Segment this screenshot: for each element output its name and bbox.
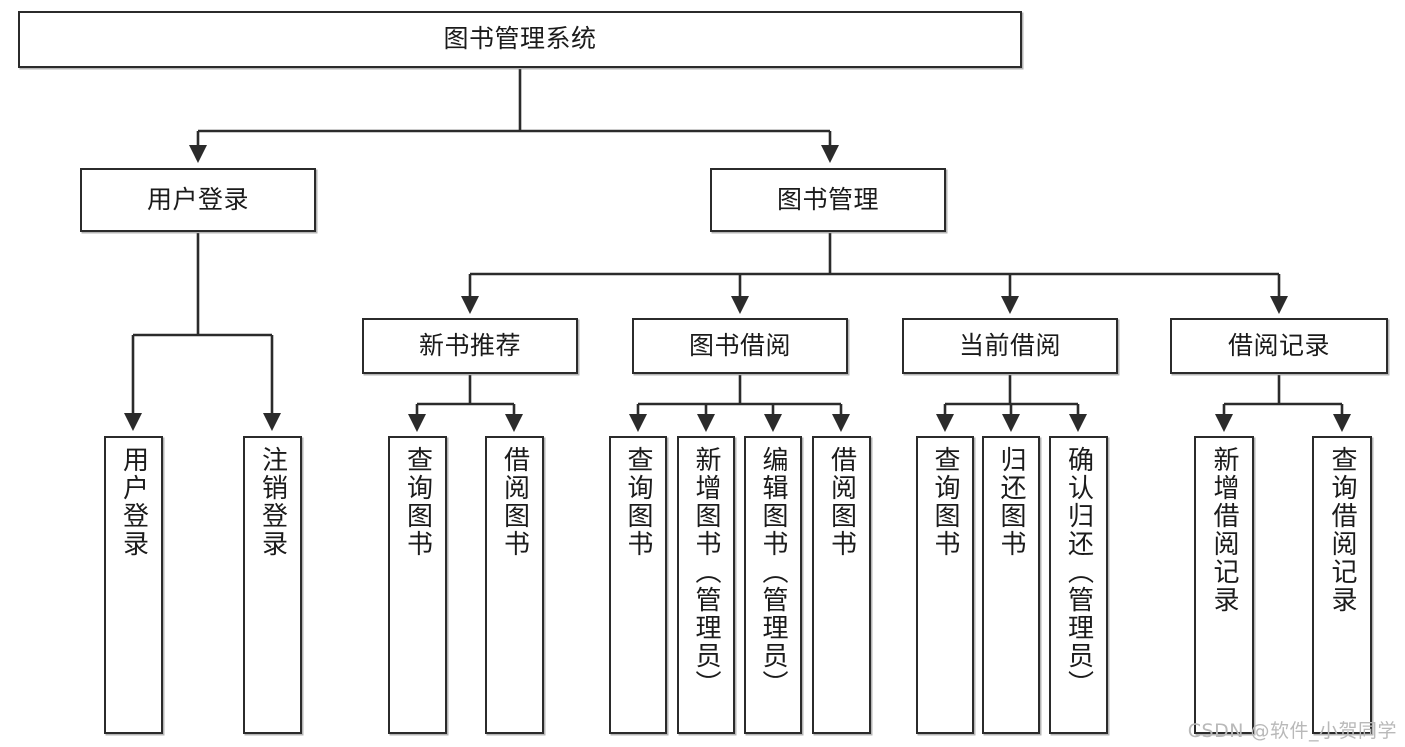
node-label: 图书管理系统 — [443, 24, 597, 54]
node-label: 确认归还（管理员） — [1063, 446, 1094, 698]
leaf-add-record[interactable]: 新增借阅记录 — [1194, 436, 1254, 734]
node-label: 图书借阅 — [688, 330, 791, 360]
node-book-manage[interactable]: 图书管理 — [710, 168, 946, 232]
leaf-logout[interactable]: 注销登录 — [243, 436, 302, 734]
node-borrow-record[interactable]: 借阅记录 — [1170, 318, 1388, 374]
node-label: 编辑图书（管理员） — [758, 446, 788, 698]
node-book-borrow[interactable]: 图书借阅 — [632, 318, 848, 374]
node-label: 查询图书 — [623, 446, 653, 558]
node-label: 当前借阅 — [958, 330, 1061, 360]
node-label: 用户登录 — [146, 184, 249, 214]
node-label: 新增图书（管理员） — [691, 446, 721, 698]
csdn-watermark: CSDN @软件_小贺同学 — [1187, 720, 1397, 742]
node-label: 图书管理 — [776, 184, 879, 214]
node-current-borrow[interactable]: 当前借阅 — [902, 318, 1118, 374]
leaf-query-book-current[interactable]: 查询图书 — [916, 436, 974, 734]
leaf-user-login[interactable]: 用户登录 — [104, 436, 163, 734]
leaf-borrow-book-recommend[interactable]: 借阅图书 — [485, 436, 544, 734]
node-label: 新增借阅记录 — [1209, 446, 1239, 614]
node-label: 用户登录 — [118, 446, 149, 558]
node-user-login[interactable]: 用户登录 — [80, 168, 316, 232]
node-label: 查询图书 — [930, 446, 960, 558]
leaf-confirm-return[interactable]: 确认归还（管理员） — [1049, 436, 1108, 734]
leaf-add-book[interactable]: 新增图书（管理员） — [677, 436, 735, 734]
node-label: 借阅图书 — [826, 446, 857, 558]
node-new-book-recommend[interactable]: 新书推荐 — [362, 318, 578, 374]
leaf-edit-book[interactable]: 编辑图书（管理员） — [744, 436, 802, 734]
leaf-return-book[interactable]: 归还图书 — [982, 436, 1040, 734]
node-label: 归还图书 — [996, 446, 1026, 558]
node-label: 注销登录 — [257, 446, 288, 558]
leaf-query-book-recommend[interactable]: 查询图书 — [388, 436, 447, 734]
node-label: 借阅图书 — [499, 446, 530, 558]
leaf-query-book-borrow[interactable]: 查询图书 — [609, 436, 667, 734]
node-label: 查询图书 — [402, 446, 433, 558]
leaf-borrow-book[interactable]: 借阅图书 — [812, 436, 871, 734]
node-label: 查询借阅记录 — [1327, 446, 1357, 614]
node-label: 新书推荐 — [418, 330, 521, 360]
node-label: 借阅记录 — [1227, 330, 1330, 360]
node-root-system[interactable]: 图书管理系统 — [18, 11, 1022, 68]
leaf-query-record[interactable]: 查询借阅记录 — [1312, 436, 1372, 734]
